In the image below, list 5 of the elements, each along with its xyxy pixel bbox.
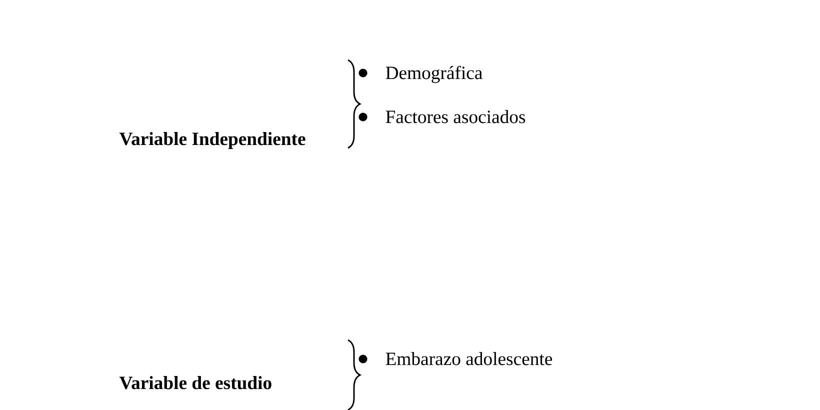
list-item: Factores asociados: [386, 110, 526, 124]
variable-heading: Variable Independiente: [119, 132, 306, 149]
list-item: Demográfica: [386, 66, 482, 84]
list-item: Embarazo adolescente: [386, 352, 552, 366]
variable-heading: Variable de estudio: [119, 376, 272, 390]
